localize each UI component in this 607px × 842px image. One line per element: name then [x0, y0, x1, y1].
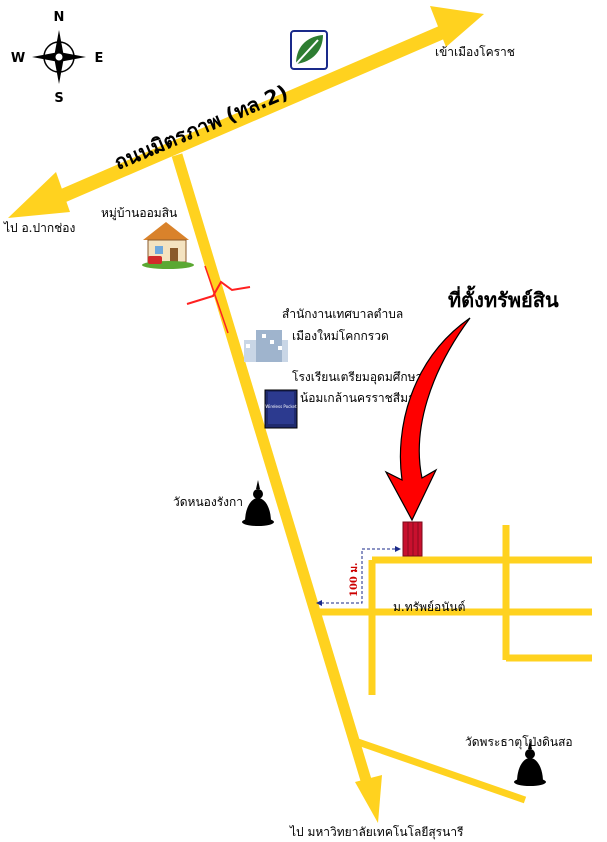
- house-icon: [142, 222, 194, 269]
- school-label-line1: โรงเรียนเตรียมอุดมศึกษา: [292, 370, 422, 385]
- property-marker: [402, 521, 423, 557]
- side-road-line: [171, 153, 375, 792]
- buddha-temple-icon: [242, 480, 274, 526]
- property-title: ที่ตั้งทรัพย์สิน: [448, 285, 559, 312]
- railway-crossing-icon: [186, 280, 251, 305]
- main-road-east-label: เข้าเมืองโคราช: [435, 45, 515, 59]
- compass-e: E: [95, 51, 104, 66]
- svg-text:Wireless Pocket: Wireless Pocket: [265, 404, 297, 409]
- subdivision-label: ม.ทรัพย์อนันต์: [393, 600, 465, 614]
- distance-dimension: [318, 548, 400, 604]
- main-road-line: [57, 21, 455, 204]
- office-label-line1: สำนักงานเทศบาลตำบล: [282, 307, 403, 321]
- book-icon: Wireless Pocket: [264, 389, 298, 429]
- compass-rose-icon: [32, 30, 86, 84]
- compass-s: S: [54, 91, 63, 106]
- office-label-line2: เมืองใหม่โคกกรวด: [292, 329, 389, 343]
- compass-w: W: [11, 51, 25, 66]
- road-network: [57, 21, 592, 804]
- main-road-west-label: ไป อ.ปากช่อง: [3, 221, 75, 235]
- temple-1-label: วัดหนองรังกา: [173, 495, 243, 509]
- side-road-south-label: ไป มหาวิทยาลัยเทคโนโลยีสุรนารี: [289, 825, 464, 840]
- property-pointer-arrow: [384, 317, 471, 522]
- buddha-temple-2-icon: [514, 740, 546, 786]
- village-label: หมู่บ้านออมสิน: [101, 206, 177, 221]
- leaf-logo-icon: [290, 30, 328, 70]
- office-building-icon: [244, 330, 288, 362]
- railway-line: [204, 265, 229, 334]
- main-road-west-arrowhead: [8, 172, 70, 218]
- compass-n: N: [54, 10, 65, 25]
- main-road-east-arrowhead: [430, 6, 484, 47]
- road-to-temple: [356, 738, 527, 804]
- side-road-south-arrowhead: [355, 775, 382, 823]
- distance-label: 100 ม.: [349, 563, 360, 597]
- temple-2-label: วัดพระธาตุโป่งดินสอ: [465, 735, 573, 750]
- main-road-name: ถนนมิตรภาพ (ทล.2): [111, 80, 292, 175]
- school-label-line2: น้อมเกล้านครราชสีมา: [300, 391, 415, 405]
